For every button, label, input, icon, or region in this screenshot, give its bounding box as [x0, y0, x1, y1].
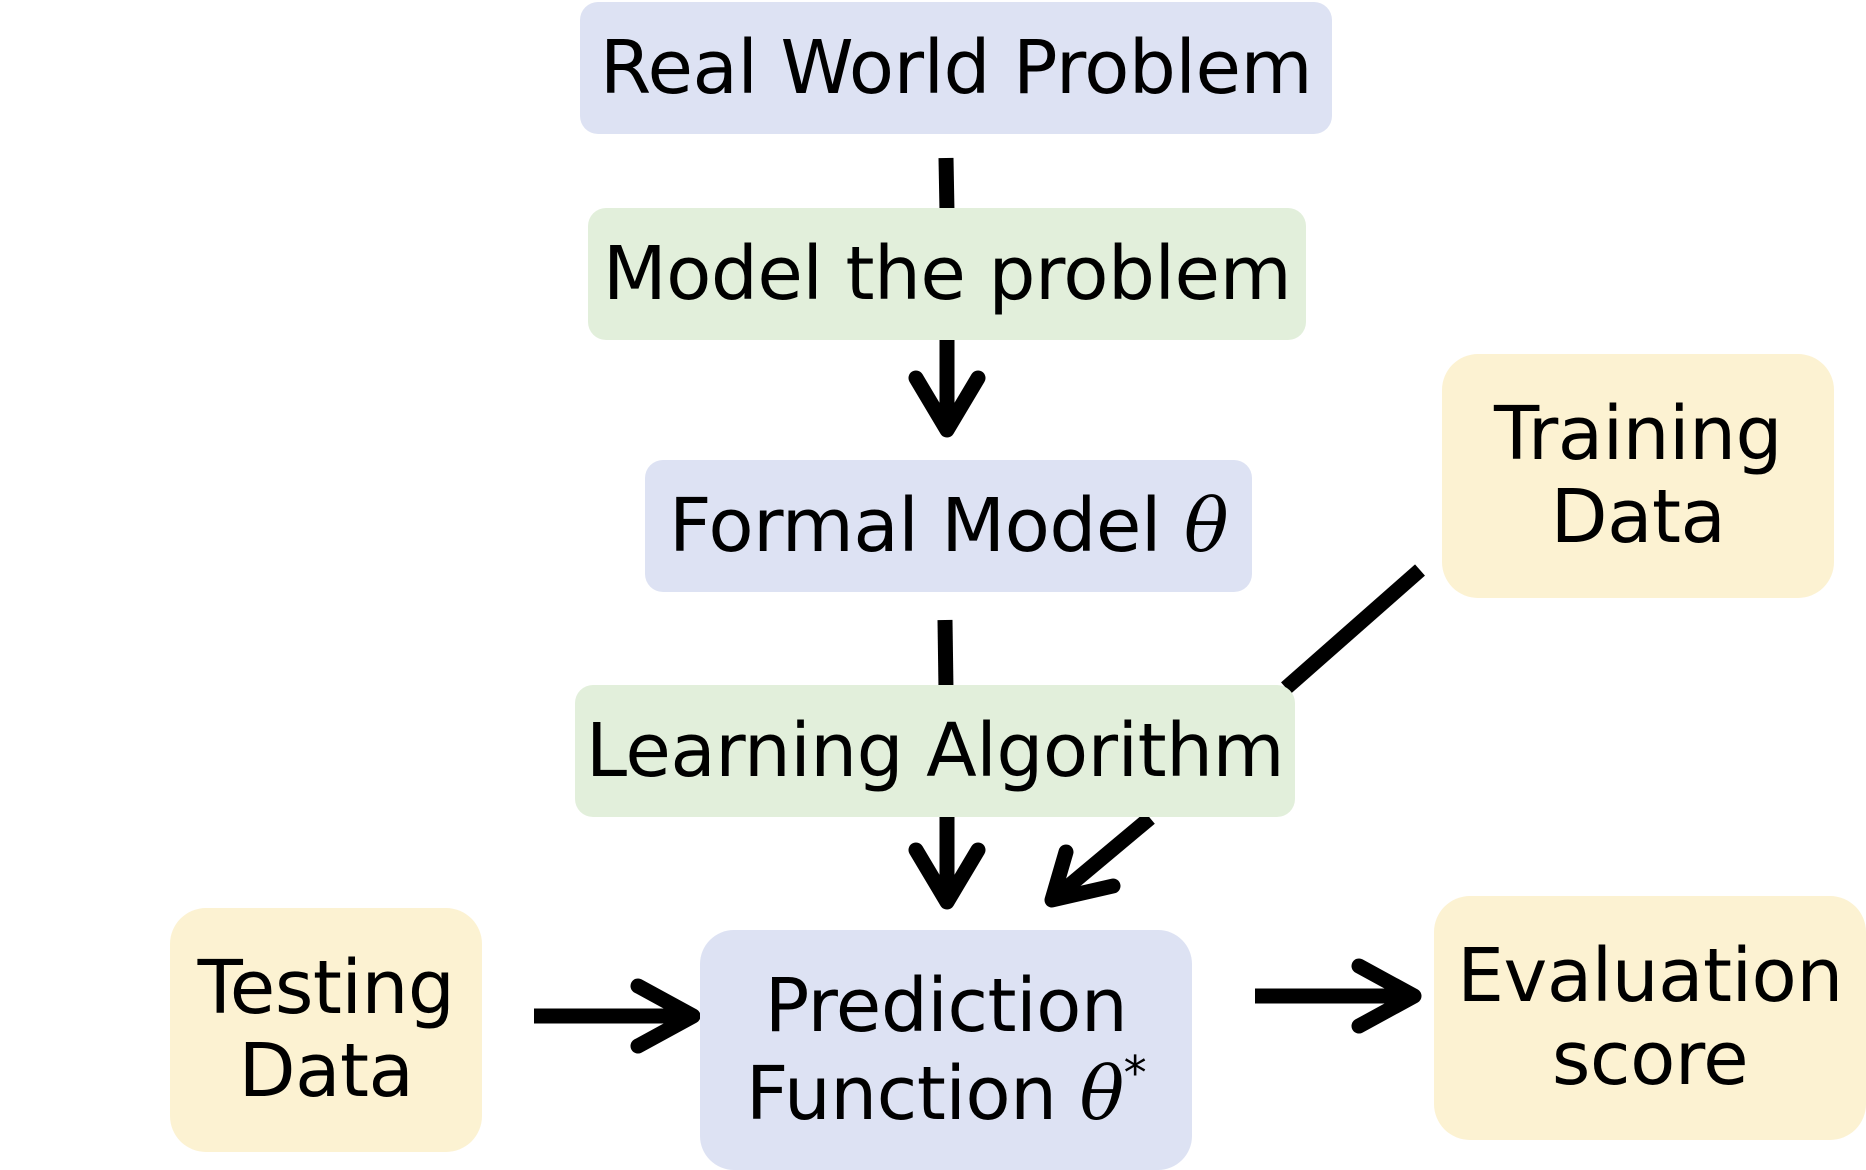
node-learning-algorithm: Learning Algorithm [575, 685, 1295, 817]
node-formal-model-label: Formal Model [668, 482, 1162, 569]
node-evaluation-score-line2: score [1551, 1016, 1749, 1102]
theta-symbol: θ [1079, 1050, 1125, 1137]
node-training-data-line2: Data [1550, 474, 1726, 560]
theta-star-symbol: θ* [1079, 1047, 1147, 1137]
node-testing-data: Testing Data [170, 908, 482, 1152]
node-formal-model-text: Formal Model θ [668, 482, 1229, 569]
node-formal-model: Formal Model θ [645, 460, 1252, 592]
edge-formal-to-learning [937, 619, 954, 691]
node-prediction-function: Prediction Function θ* [700, 930, 1192, 1170]
node-training-data: Training Data [1442, 354, 1834, 598]
arrowhead-testing-to-prediction [630, 978, 701, 1054]
node-training-data-line1: Training [1494, 391, 1783, 478]
edge-real-world-to-model [938, 157, 955, 213]
arrowhead-prediction-to-evaluation [1351, 958, 1422, 1034]
arrowhead-learning-to-prediction [908, 842, 986, 910]
node-real-world-problem-label: Real World Problem [599, 24, 1313, 111]
node-testing-data-line2: Data [238, 1028, 414, 1114]
edge-training-to-prediction-upper [1281, 564, 1425, 694]
star-superscript: * [1123, 1045, 1147, 1100]
node-evaluation-score: Evaluation score [1434, 896, 1866, 1140]
node-evaluation-score-line1: Evaluation [1457, 933, 1843, 1020]
edge-training-to-prediction-lower [1047, 812, 1155, 906]
node-learning-algorithm-label: Learning Algorithm [585, 707, 1285, 794]
node-prediction-function-line2: Function [745, 1050, 1057, 1137]
node-real-world-problem: Real World Problem [580, 2, 1332, 134]
node-prediction-function-line1: Prediction [764, 962, 1128, 1049]
node-model-the-problem-label: Model the problem [602, 230, 1292, 317]
arrowhead-training-to-prediction [1044, 844, 1121, 908]
node-model-the-problem: Model the problem [588, 208, 1306, 340]
node-testing-data-line1: Testing [197, 945, 455, 1032]
arrowhead-model-to-formal [908, 370, 986, 438]
theta-symbol: θ [1184, 482, 1229, 569]
node-prediction-function-line2-wrap: Function θ* [745, 1047, 1147, 1137]
